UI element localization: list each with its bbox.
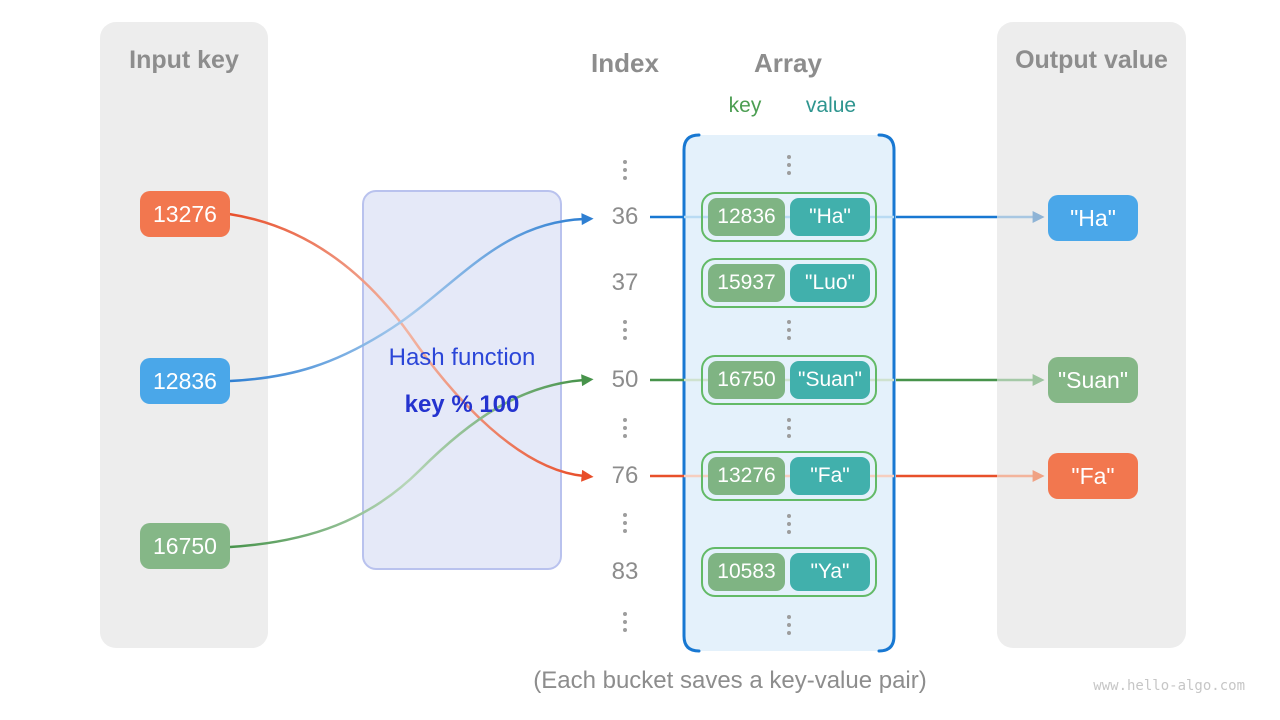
- ellipsis-icon: [787, 418, 791, 442]
- input-key-16750: 16750: [140, 523, 230, 569]
- output-value-panel: Output value: [997, 22, 1186, 648]
- index-header: Index: [591, 48, 659, 78]
- bucket-key: 16750: [708, 361, 785, 399]
- index-37: 37: [611, 269, 639, 296]
- input-key-13276: 13276: [140, 191, 230, 237]
- output-value-suan: "Suan": [1048, 357, 1138, 403]
- bucket-value: "Ya": [790, 553, 870, 591]
- ellipsis-icon: [623, 612, 627, 636]
- key-subheader: key: [728, 94, 762, 117]
- watermark: www.hello-algo.com: [1093, 678, 1245, 694]
- bucket-key: 15937: [708, 264, 785, 302]
- curve-12836-to-36: [229, 213, 594, 383]
- index-83: 83: [611, 558, 639, 585]
- output-value-fa: "Fa": [1048, 453, 1138, 499]
- index-50: 50: [611, 366, 639, 393]
- array-header: Array: [754, 48, 822, 78]
- hash-function-formula: key % 100: [404, 391, 520, 418]
- input-key-12836: 12836: [140, 358, 230, 404]
- input-panel-title: Input key: [129, 46, 239, 74]
- ellipsis-icon: [787, 155, 791, 179]
- bucket-row: 15937 "Luo": [701, 258, 877, 308]
- bucket-row: 10583 "Ya": [701, 547, 877, 597]
- array-bracket-left: [682, 133, 701, 653]
- hash-function-label: Hash function: [388, 344, 536, 371]
- bucket-value: "Fa": [790, 457, 870, 495]
- curve-13276-to-76: [228, 212, 594, 482]
- bucket-key: 10583: [708, 553, 785, 591]
- index-76: 76: [611, 462, 639, 489]
- ellipsis-icon: [787, 320, 791, 344]
- bucket-row: 16750 "Suan": [701, 355, 877, 405]
- output-value-ha: "Ha": [1048, 195, 1138, 241]
- array-bracket-right: [877, 133, 896, 653]
- diagram-caption: (Each bucket saves a key-value pair): [533, 667, 927, 694]
- bucket-key: 13276: [708, 457, 785, 495]
- bucket-value: "Suan": [790, 361, 870, 399]
- hash-function-box: [362, 190, 562, 570]
- ellipsis-icon: [623, 513, 627, 537]
- ellipsis-icon: [787, 615, 791, 639]
- ellipsis-icon: [623, 320, 627, 344]
- bucket-row: 13276 "Fa": [701, 451, 877, 501]
- ellipsis-icon: [623, 418, 627, 442]
- index-36: 36: [611, 203, 639, 230]
- bucket-value: "Ha": [790, 198, 870, 236]
- ellipsis-icon: [787, 514, 791, 538]
- bucket-value: "Luo": [790, 264, 870, 302]
- bucket-row: 12836 "Ha": [701, 192, 877, 242]
- curve-16750-to-50: [229, 374, 594, 549]
- output-panel-title: Output value: [1015, 46, 1168, 74]
- ellipsis-icon: [623, 160, 627, 184]
- bucket-key: 12836: [708, 198, 785, 236]
- value-subheader: value: [805, 94, 857, 117]
